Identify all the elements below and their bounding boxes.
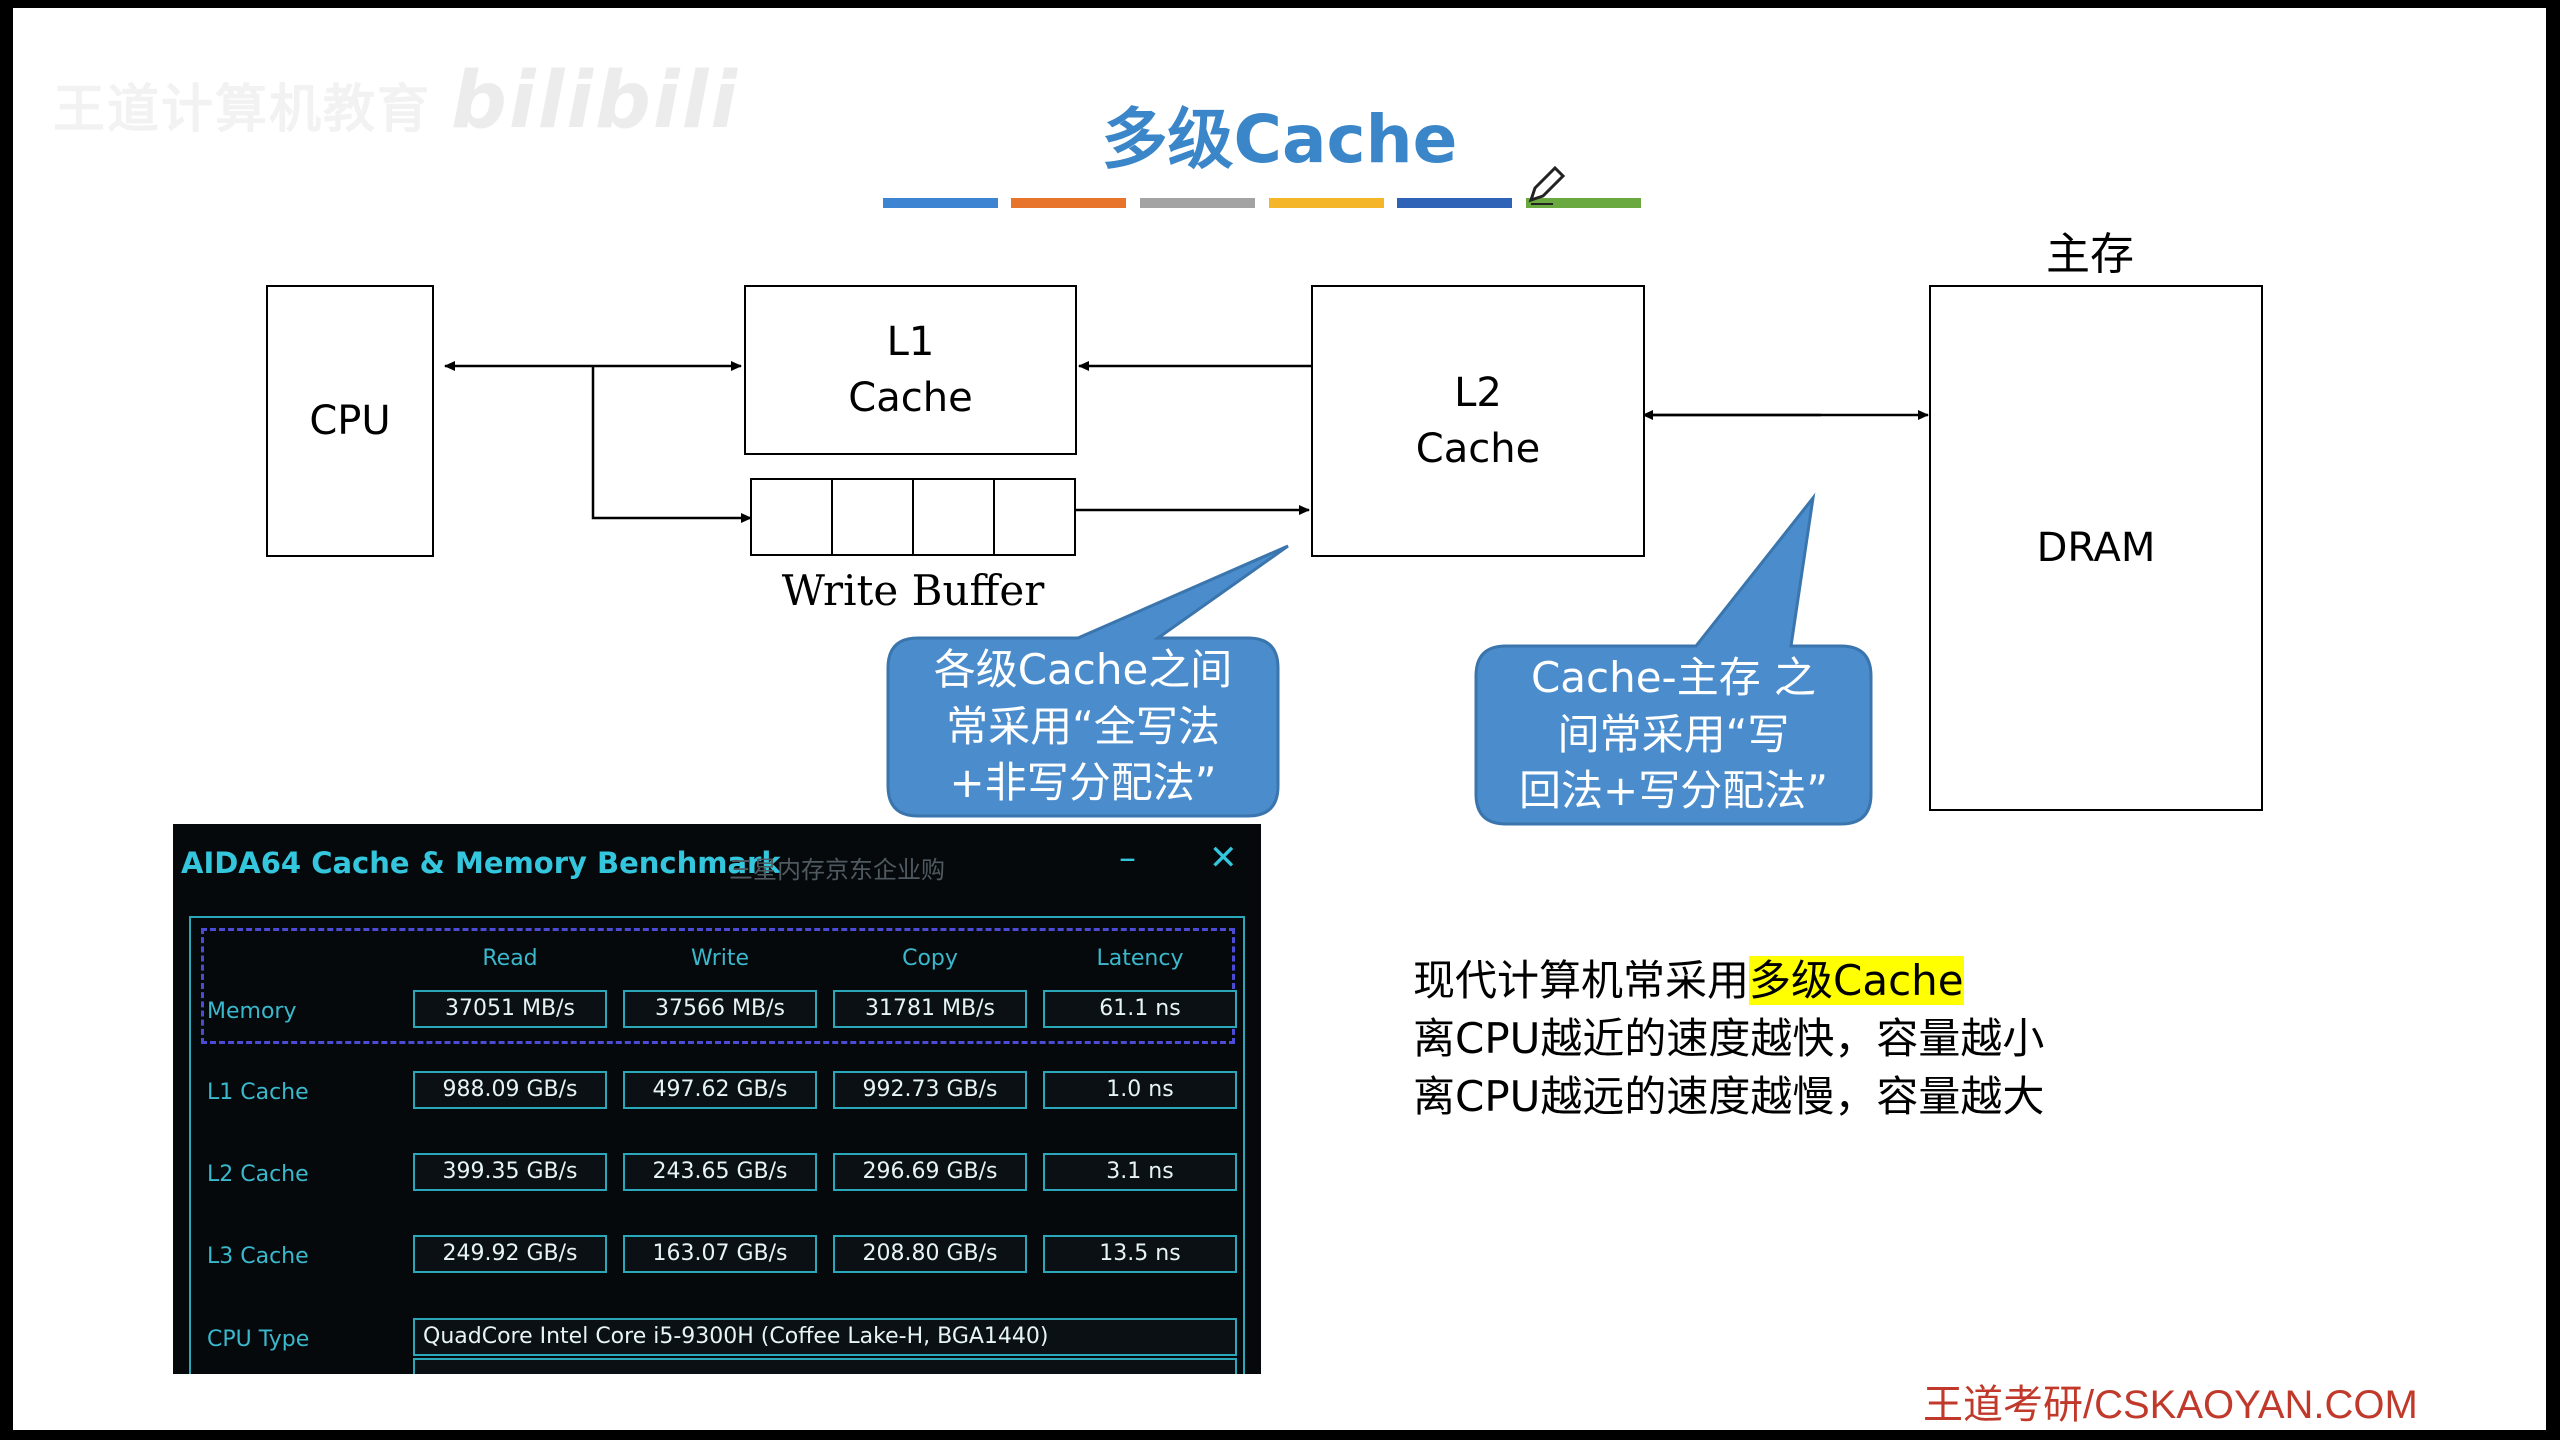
callout-left-shape (886, 544, 1289, 818)
l2-copy-cell: 296.69 GB/s (833, 1153, 1027, 1191)
memory-copy-cell: 31781 MB/s (833, 990, 1027, 1028)
benchmark-frame (189, 916, 1245, 1374)
cpu-writebuffer-arrow (591, 366, 752, 523)
row-label-memory: Memory (207, 999, 297, 1024)
aida64-window: AIDA64 Cache & Memory Benchmark 三星内存京东企业… (173, 824, 1261, 1374)
callout-right-line: 间常采用“写 (1557, 709, 1790, 759)
note-line-1: 现代计算机常采用多级Cache (1413, 952, 1964, 1011)
column-header-latency: Latency (1096, 946, 1184, 971)
watermark: 王道计算机教育 bilibili (53, 56, 739, 146)
row-label-l2: L2 Cache (207, 1162, 309, 1187)
title-bar-1 (883, 198, 998, 208)
callout-right-line: 回法+写分配法” (1519, 766, 1828, 816)
l1-read-cell: 988.09 GB/s (413, 1071, 607, 1109)
l2-latency-cell: 3.1 ns (1043, 1153, 1237, 1191)
footer-brand: 王道考研/CSKAOYAN.COM (1923, 1383, 2418, 1427)
next-info-field (413, 1358, 1237, 1374)
note-line-1-prefix: 现代计算机常采用 (1413, 956, 1750, 1005)
column-header-read: Read (482, 946, 538, 971)
l3-latency-cell: 13.5 ns (1043, 1235, 1237, 1273)
write-buffer-slot (993, 478, 1076, 556)
memory-read-cell: 37051 MB/s (413, 990, 607, 1028)
l2-write-cell: 243.65 GB/s (623, 1153, 817, 1191)
title-bar-5 (1397, 198, 1512, 208)
write-buffer-slot (912, 478, 995, 556)
slide-title: 多级Cache (1101, 101, 1458, 178)
column-header-write: Write (690, 946, 750, 971)
minimize-button[interactable]: – (1119, 838, 1136, 878)
callout-right-line: Cache-主存 之 (1530, 653, 1817, 702)
l3-write-cell: 163.07 GB/s (623, 1235, 817, 1273)
pen-icon (1528, 165, 1566, 205)
write-buffer-label: Write Buffer (781, 566, 1045, 615)
bilibili-logo: bilibili (451, 56, 740, 146)
column-header-copy: Copy (902, 946, 958, 971)
main-memory-label: 主存 (2046, 229, 2134, 280)
callout-left-text: 各级Cache之间 常采用“全写法 +非写分配法” (888, 642, 1278, 812)
callout-right-shape (1474, 492, 1873, 826)
cpu-type-field: QuadCore Intel Core i5-9300H (Coffee Lak… (413, 1318, 1237, 1356)
callout-right-text: Cache-主存 之 间常采用“写 回法+写分配法” (1476, 650, 1871, 820)
slide: 王道计算机教育 bilibili 多级Cache CPU L1 Cache (13, 8, 2546, 1430)
dram-box: DRAM (1929, 285, 2263, 811)
row-label-cpu-type: CPU Type (207, 1327, 310, 1352)
title-bar-3 (1140, 198, 1255, 208)
cpu-label: CPU (309, 398, 391, 444)
title-bar-4 (1269, 198, 1384, 208)
note-line-2: 离CPU越近的速度越快，容量越小 (1413, 1014, 2045, 1063)
row-label-l3: L3 Cache (207, 1244, 309, 1269)
note-line-3: 离CPU越远的速度越慢，容量越大 (1413, 1072, 2045, 1121)
title-bar-2 (1011, 198, 1126, 208)
aida64-title: AIDA64 Cache & Memory Benchmark (181, 846, 781, 880)
l2-label-line1: L2 (1454, 370, 1502, 416)
dram-label: DRAM (2036, 525, 2156, 571)
l1-copy-cell: 992.73 GB/s (833, 1071, 1027, 1109)
l2-label-line2: Cache (1415, 426, 1541, 472)
callout-left-line: 常采用“全写法 (946, 701, 1220, 751)
memory-write-cell: 37566 MB/s (623, 990, 817, 1028)
close-button[interactable]: ✕ (1209, 838, 1238, 878)
title-bar-6 (1526, 198, 1641, 208)
l1-cache-box: L1 Cache (744, 285, 1077, 455)
callout-left-line: 各级Cache之间 (933, 645, 1233, 694)
cpu-box: CPU (266, 285, 434, 557)
l2-read-cell: 399.35 GB/s (413, 1153, 607, 1191)
l3-read-cell: 249.92 GB/s (413, 1235, 607, 1273)
l1-label-line1: L1 (886, 319, 935, 365)
write-buffer-slot (831, 478, 914, 556)
note-highlight: 多级Cache (1749, 956, 1964, 1005)
callouts (886, 492, 1873, 826)
l2-cache-box: L2 Cache (1311, 285, 1645, 557)
l1-label-line2: Cache (848, 375, 973, 421)
aida64-subtitle: 三星内存京东企业购 (729, 856, 945, 884)
l1-write-cell: 497.62 GB/s (623, 1071, 817, 1109)
memory-row-highlight (201, 928, 1235, 1044)
l3-copy-cell: 208.80 GB/s (833, 1235, 1027, 1273)
watermark-text: 王道计算机教育 (53, 80, 432, 140)
memory-latency-cell: 61.1 ns (1043, 990, 1237, 1028)
callout-left-line: +非写分配法” (949, 758, 1217, 808)
row-label-l1: L1 Cache (207, 1080, 309, 1105)
connection-arrows (444, 361, 1929, 523)
l1-latency-cell: 1.0 ns (1043, 1071, 1237, 1109)
